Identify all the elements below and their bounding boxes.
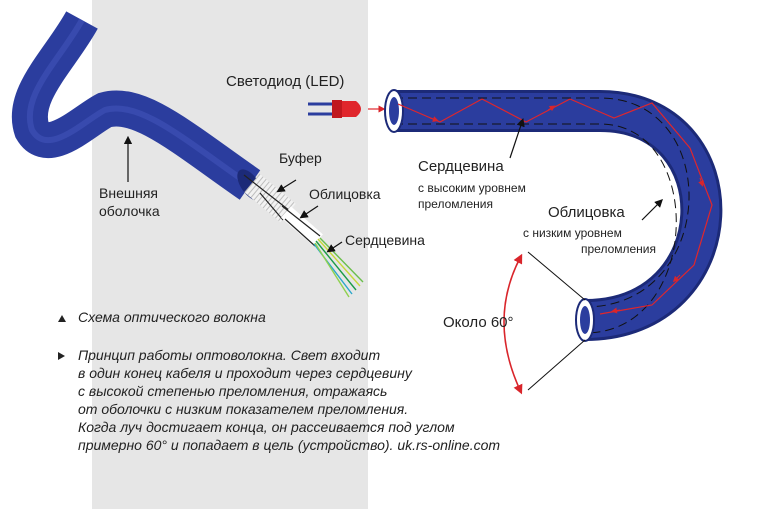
angle-label: Около 60° [443,314,514,331]
cladding-right-sub-line1: с низким уровнем [523,226,622,240]
core-left-label: Сердцевина [345,232,425,248]
cladding-right-sub-line2: преломления [581,242,657,256]
led-label: Светодиод (LED) [226,73,345,90]
left-cable [12,10,364,298]
principle-caption-line2: в один конец кабеля и проходит через сер… [78,365,412,381]
outer-sheath-label-line1: Внешняя [99,185,158,201]
core-right-title: Сердцевина [418,158,504,175]
cladding-left-label: Облицовка [309,186,381,202]
angle-arc [503,253,523,395]
scheme-caption: Схема оптического волокна [78,309,266,325]
principle-caption-line6: примерно 60° и попадает в цель (устройст… [78,437,501,453]
core-fibers [313,237,364,298]
outer-sheath-cable [12,10,261,200]
core-right-sub-line2: преломления [418,197,494,211]
light-ray [397,98,713,315]
core-right-sub-line1: с высоким уровнем [418,181,526,195]
principle-caption-line5: Когда луч достигает конца, он рассеивает… [78,419,455,435]
led-emitter [308,100,386,118]
triangle-up-icon [58,315,66,322]
triangle-right-icon [58,352,65,360]
outer-sheath-label-line2: оболочка [99,203,160,219]
buffer-segment [244,173,296,223]
principle-caption-line3: с высокой степенью преломления, отражаяс… [78,383,388,399]
buffer-label: Буфер [279,150,322,166]
principle-caption-line4: от оболочки с низким показателем преломл… [78,401,409,417]
bent-fiber [384,89,723,395]
principle-caption-line1: Принцип работы оптоволокна. Свет входит [78,347,381,363]
cladding-right-title: Облицовка [548,204,625,221]
cladding-segment [281,206,323,246]
